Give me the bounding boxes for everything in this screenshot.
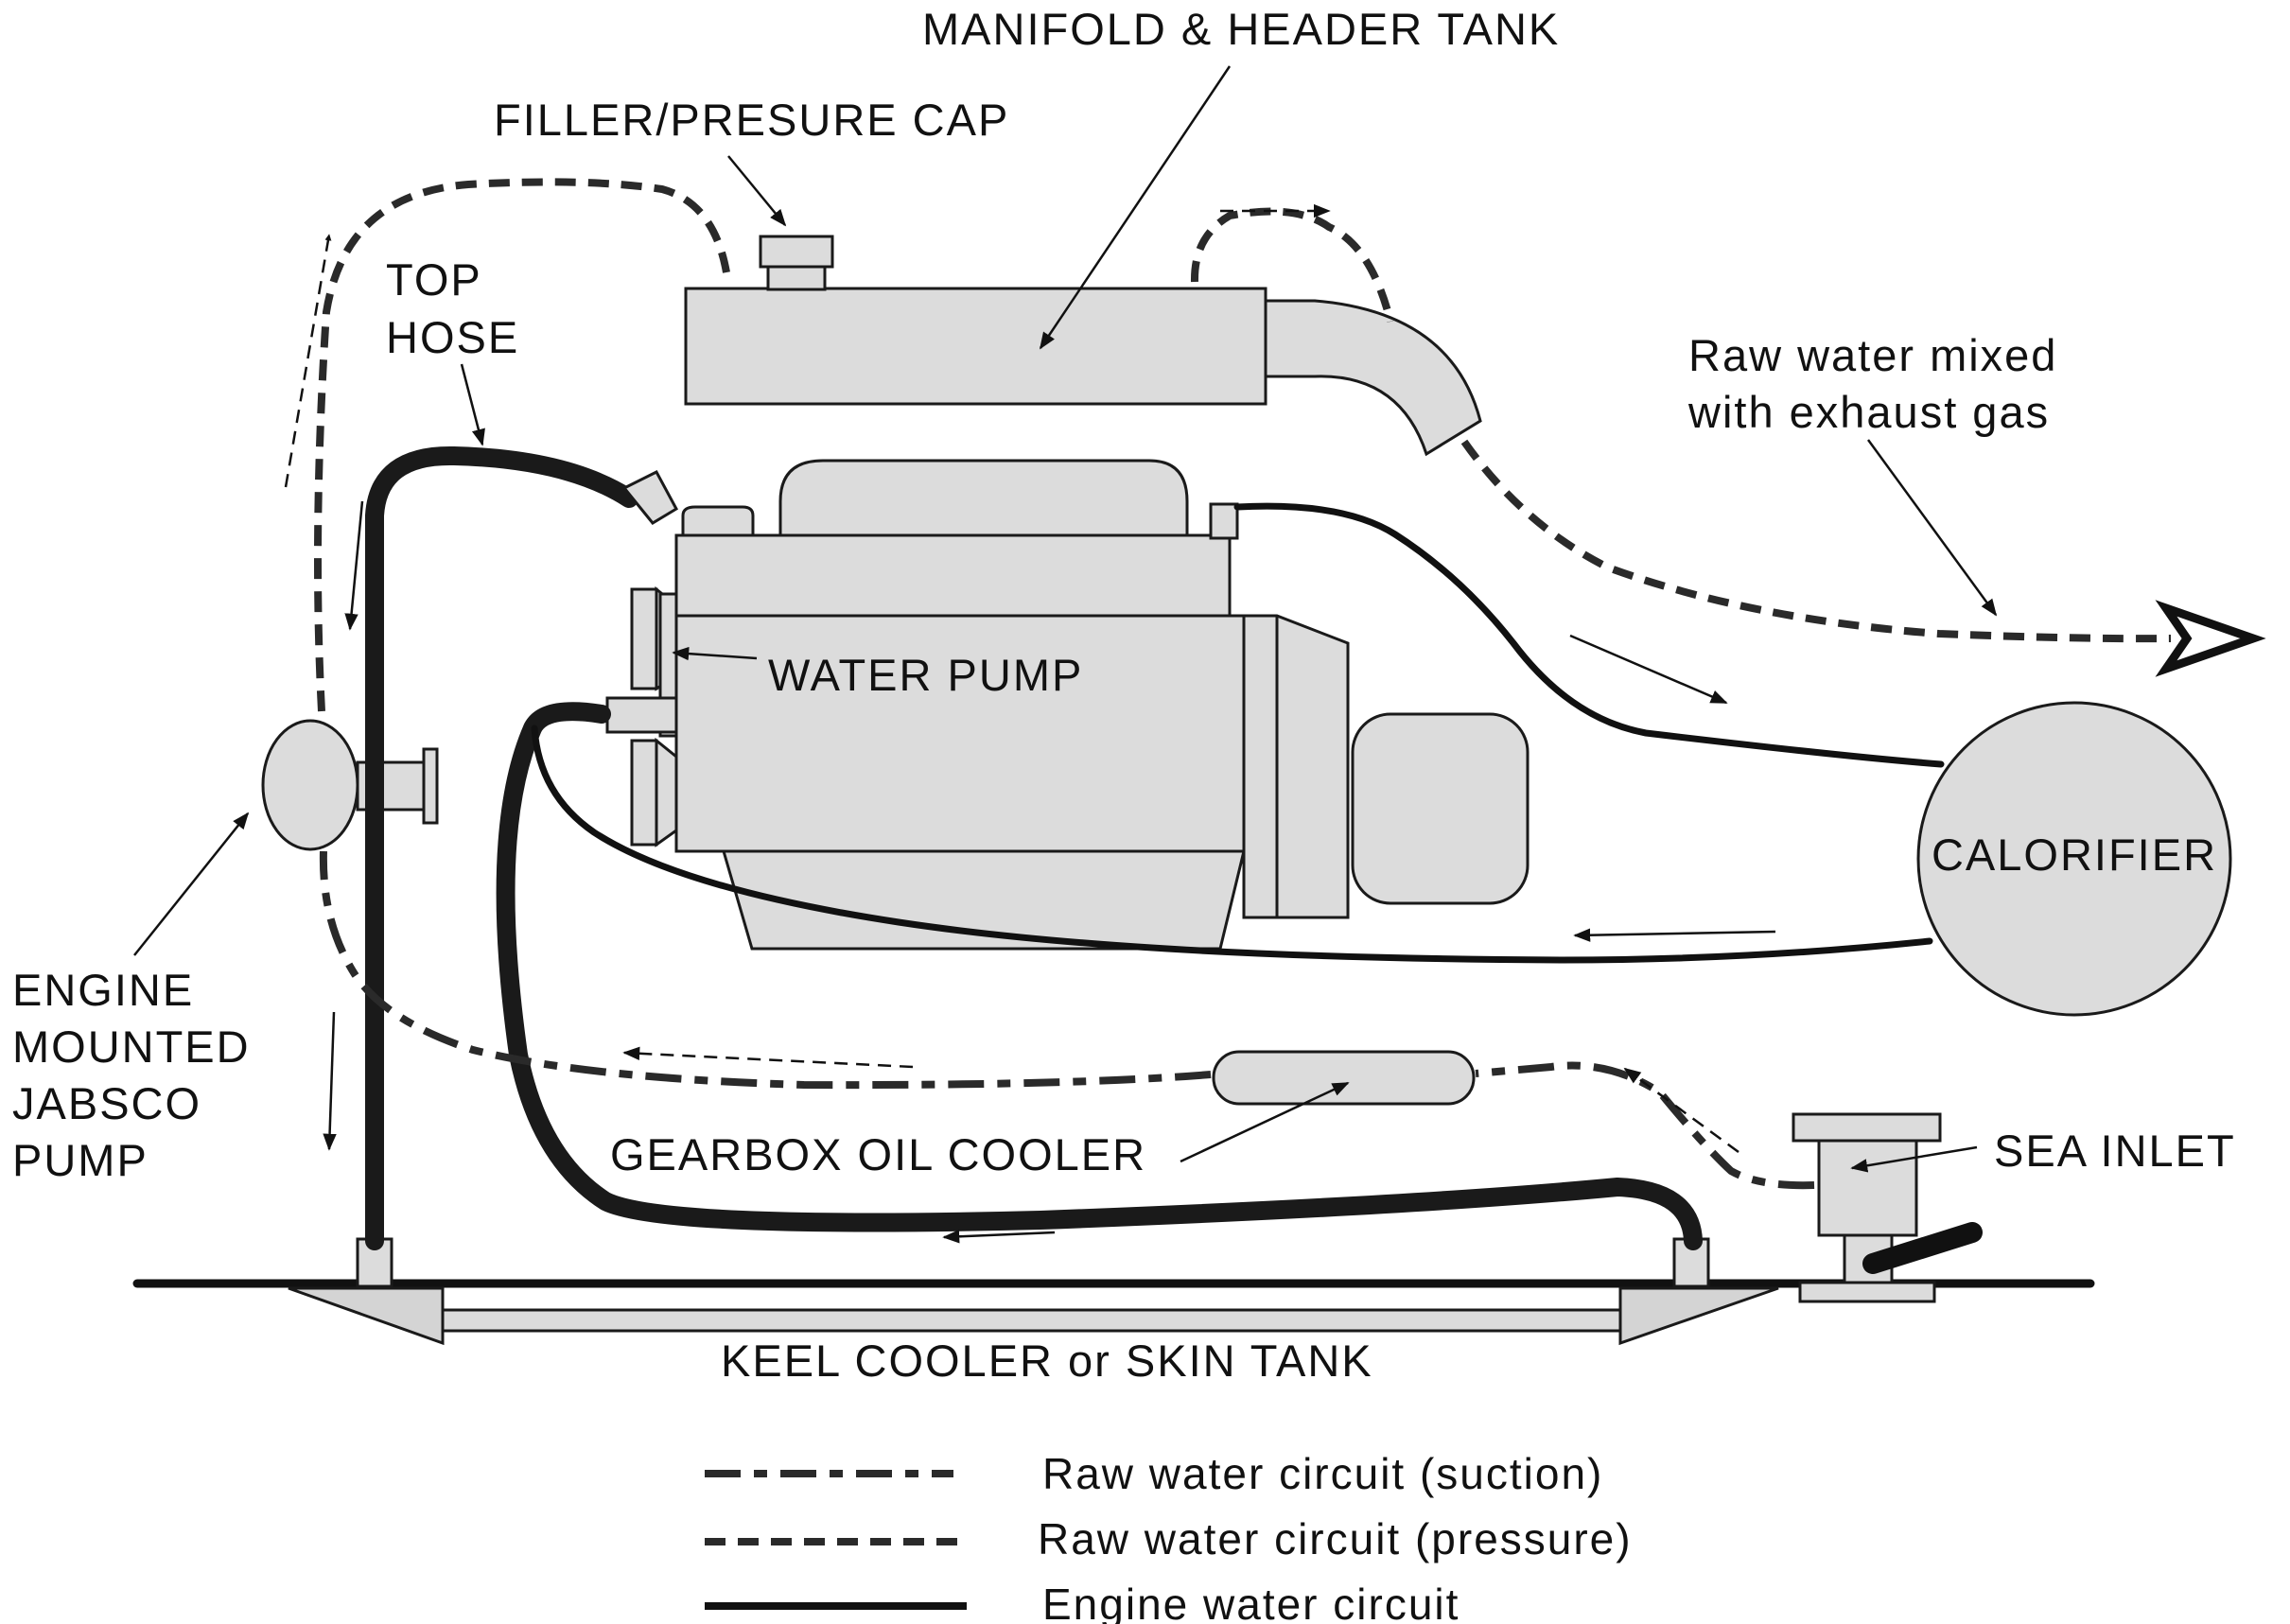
leader-lines xyxy=(133,65,1998,1173)
raw-water-pressure-circuit xyxy=(314,178,2266,712)
label-water-pump: WATER PUMP xyxy=(768,650,1083,700)
top-hose xyxy=(365,445,638,1250)
label-keel-cooler: KEEL COOLER or SKIN TANK xyxy=(721,1336,1373,1386)
leader-top-hose xyxy=(460,363,485,446)
exhaust-elbow xyxy=(1264,299,1482,457)
label-top-hose-2: HOSE xyxy=(386,312,519,362)
flow-arrow-sea-inlet xyxy=(1623,1067,1739,1154)
flow-arrow-down-lower xyxy=(323,1011,337,1151)
label-jabsco-3: JABSCO xyxy=(12,1078,201,1128)
sea-inlet-cap xyxy=(1792,1112,1942,1143)
exhaust-outlet-arrow xyxy=(2155,600,2266,677)
label-calorifier: CALORIFIER xyxy=(1932,829,2217,880)
header-tank xyxy=(684,287,1267,406)
engine xyxy=(605,459,1530,951)
jabsco-pump-flange xyxy=(422,747,439,825)
sea-inlet-base xyxy=(1798,1281,1936,1303)
keel-cooler-right-end xyxy=(1618,1286,1779,1346)
flow-arrow-suction-top xyxy=(622,1046,914,1069)
leader-sea-inlet xyxy=(1850,1145,1978,1173)
flow-arrow-keel-return xyxy=(942,1230,1056,1244)
labels: MANIFOLD & HEADER TANK FILLER/PRESURE CA… xyxy=(12,4,2236,1386)
flywheel-housing xyxy=(1242,614,1350,919)
legend-label-pressure: Raw water circuit (pressure) xyxy=(1038,1514,1633,1563)
leader-raw-water xyxy=(1866,439,1998,617)
flow-arrow-down-left xyxy=(344,500,364,631)
legend-item-pressure: Raw water circuit (pressure) xyxy=(705,1514,1633,1563)
manifold-header-tank xyxy=(684,235,1482,457)
flow-arrows xyxy=(284,203,1776,1244)
leader-filler-cap xyxy=(727,155,787,227)
label-jabsco-2: MOUNTED xyxy=(12,1022,251,1072)
keel-cooler xyxy=(132,1237,2095,1346)
jabsco-pump-body xyxy=(261,719,359,851)
leader-jabsco xyxy=(133,812,250,956)
upper-pulley xyxy=(630,587,658,690)
pressure-exhaust-out xyxy=(1460,439,2172,643)
lower-pulley xyxy=(630,739,658,847)
engine-water-circuit xyxy=(365,445,1945,1250)
sea-inlet-handle[interactable] xyxy=(1862,1222,1983,1274)
legend-label-suction: Raw water circuit (suction) xyxy=(1042,1449,1603,1498)
pressure-jabsco-to-filler xyxy=(314,178,730,712)
label-top-hose-1: TOP xyxy=(386,254,482,305)
legend-label-engine: Engine water circuit xyxy=(1042,1580,1460,1624)
suction-sea-inlet-to-cooler xyxy=(1475,1061,1815,1190)
sea-inlet-body xyxy=(1817,1139,1918,1237)
label-sea-inlet: SEA INLET xyxy=(1994,1126,2236,1176)
leader-water-pump xyxy=(672,646,758,661)
calorifier-return-pipe xyxy=(531,725,1933,964)
rocker-cover xyxy=(778,459,1189,537)
lower-pulley-flange xyxy=(655,737,678,847)
suction-cooler-to-jabsco xyxy=(319,850,1212,1090)
legend-item-suction: Raw water circuit (suction) xyxy=(705,1449,1603,1498)
calorifier-flow-pipe xyxy=(1233,502,1945,768)
pressure-manifold-loop xyxy=(1190,207,1394,323)
label-filler-cap: FILLER/PRESURE CAP xyxy=(494,95,1009,145)
bottom-hose xyxy=(496,702,1703,1250)
cylinder-head xyxy=(674,533,1232,618)
label-raw-water-1: Raw water mixed xyxy=(1688,330,2057,380)
keel-cooler-left-end xyxy=(288,1286,445,1346)
jabsco-pump xyxy=(261,719,439,851)
label-gearbox-oil-cooler: GEARBOX OIL COOLER xyxy=(610,1129,1146,1179)
raw-water-suction-circuit xyxy=(319,850,1815,1190)
gearbox xyxy=(1351,712,1530,905)
flow-arrow-from-calorifier xyxy=(1573,928,1776,942)
top-hose-connector xyxy=(621,470,678,525)
calorifier xyxy=(1916,701,2232,1017)
manifold-outlet-stub xyxy=(1209,502,1239,540)
water-pump-outlet xyxy=(605,696,678,734)
leader-gearbox-oil-cooler xyxy=(1180,1081,1350,1163)
thermostat-housing xyxy=(681,505,755,537)
sea-inlet xyxy=(1792,1112,1983,1303)
flow-arrow-to-calorifier xyxy=(1569,634,1728,705)
leader-manifold xyxy=(1039,65,1232,350)
gearbox-oil-cooler xyxy=(1212,1050,1476,1106)
legend: Raw water circuit (suction) Raw water ci… xyxy=(705,1449,1633,1624)
label-jabsco-4: PUMP xyxy=(12,1135,149,1185)
legend-item-engine: Engine water circuit xyxy=(705,1580,1460,1624)
filler-cap xyxy=(759,235,834,269)
label-jabsco-1: ENGINE xyxy=(12,965,194,1015)
label-raw-water-2: with exhaust gas xyxy=(1687,387,2050,437)
label-manifold: MANIFOLD & HEADER TANK xyxy=(922,4,1560,54)
keel-cooler-pipe xyxy=(441,1308,1622,1333)
